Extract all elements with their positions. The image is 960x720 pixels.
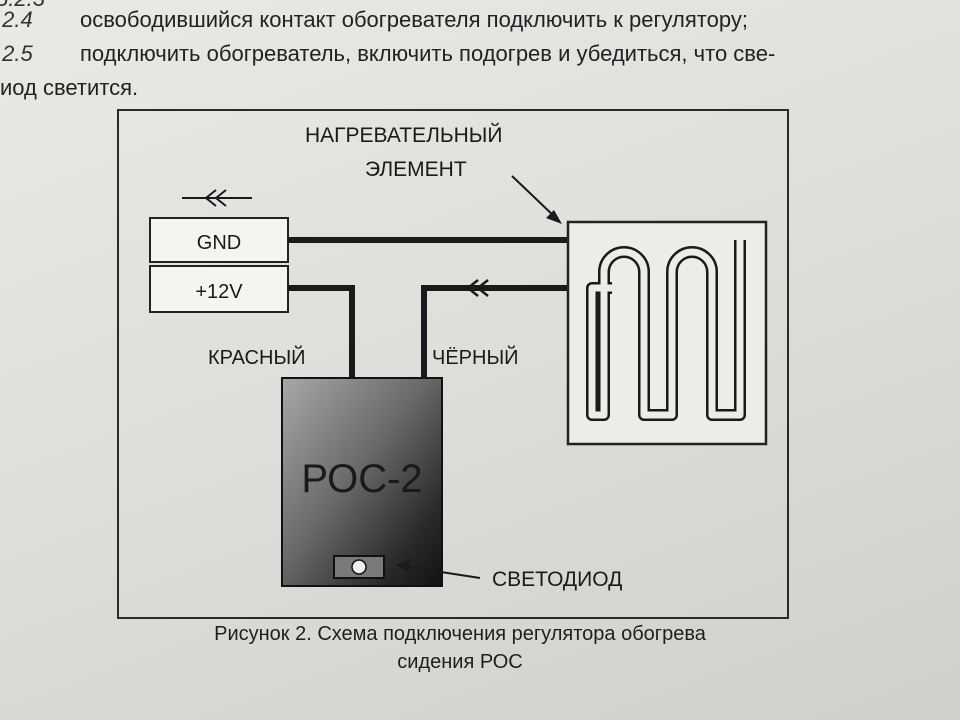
step-text: освободившийся контакт обогревателя подк… — [80, 7, 748, 32]
black-wire-arrow-icon — [465, 279, 489, 297]
step-number: .2.5 — [0, 41, 33, 66]
diagram-frame — [117, 109, 789, 619]
regulator-roc2: РОС-2 — [281, 377, 443, 587]
led-label: СВЕТОДИОД — [492, 568, 622, 591]
figure-caption: Рисунок 2. Схема подключения регулятора … — [120, 620, 800, 676]
step-number: .2.4 — [0, 7, 33, 32]
heating-element — [566, 220, 768, 446]
heater-pointer-arrow — [511, 175, 562, 224]
terminal-gnd-label: GND — [197, 232, 241, 254]
terminal-gnd — [149, 217, 289, 263]
caption-line-1: Рисунок 2. Схема подключения регулятора … — [214, 623, 706, 645]
regulator-label: РОС-2 — [301, 457, 422, 501]
step-text: подключить обогреватель, включить подогр… — [80, 41, 776, 66]
step-prev-number: 5.2.3 — [0, 0, 56, 12]
terminal-12v — [149, 265, 289, 313]
connector-arrow-icon — [182, 189, 252, 207]
step-continuation: иод светится. — [0, 75, 139, 100]
black-wire-label: ЧЁРНЫЙ — [432, 345, 519, 369]
heating-element-label-line2: ЭЛЕМЕНТ — [365, 158, 467, 181]
terminal-block: GND +12V — [149, 217, 289, 313]
caption-line-2: сидения РОС — [397, 651, 523, 673]
heating-element-label-line1: НАГРЕВАТЕЛЬНЫЙ — [305, 123, 502, 147]
red-wire — [288, 285, 355, 380]
red-wire-label: КРАСНЫЙ — [208, 345, 306, 369]
led-icon — [351, 559, 367, 575]
terminal-12v-label: +12V — [195, 281, 243, 303]
led-pointer-arrow — [396, 559, 481, 579]
black-wire — [421, 285, 612, 380]
